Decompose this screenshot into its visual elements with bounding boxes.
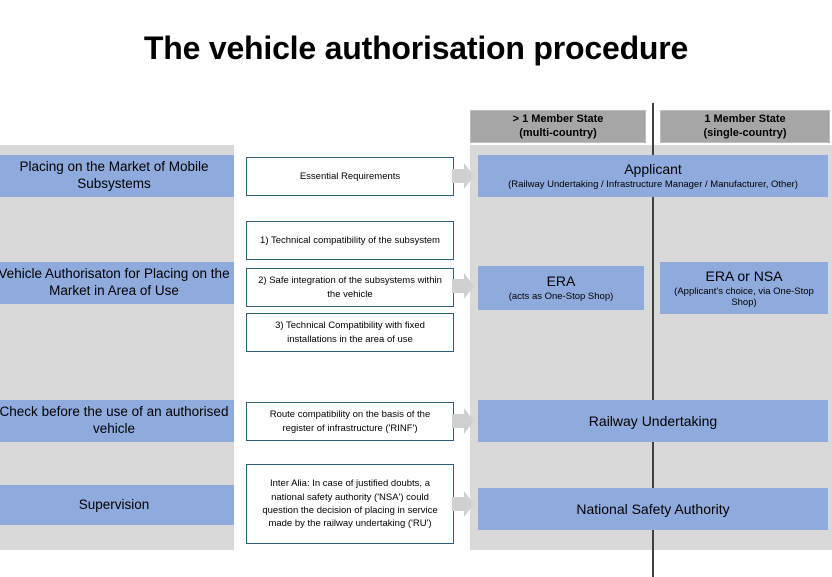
left-stages-panel — [0, 145, 234, 550]
country-column-divider — [652, 103, 654, 577]
column-header-single-line1: 1 Member State — [704, 112, 786, 125]
requirement-route-compatibility: Route compatibility on the basis of the … — [246, 402, 454, 441]
column-header-multi-country: > 1 Member State (multi-country) — [470, 110, 646, 143]
stage-check-before-use: Check before the use of an authorised ve… — [0, 400, 234, 442]
column-header-multi-line2: (multi-country) — [519, 126, 597, 139]
actor-applicant-subtitle: (Railway Undertaking / Infrastructure Ma… — [508, 179, 798, 191]
actor-applicant-title: Applicant — [624, 161, 682, 178]
requirement-safe-integration: 2) Safe integration of the subsystems wi… — [246, 268, 454, 307]
actor-era-title: ERA — [546, 273, 576, 290]
stage-vehicle-authorisation: Vehicle Authorisaton for Placing on the … — [0, 262, 234, 304]
arrow-right-icon — [452, 163, 474, 189]
arrow-right-icon — [452, 491, 474, 517]
page-title: The vehicle authorisation procedure — [143, 30, 689, 66]
actor-applicant: Applicant (Railway Undertaking / Infrast… — [478, 155, 828, 197]
requirement-technical-compatibility-subsystem: 1) Technical compatibility of the subsys… — [246, 221, 454, 260]
actor-era-or-nsa-title: ERA or NSA — [705, 267, 783, 284]
actor-era-or-nsa: ERA or NSA (Applicant's choice, via One-… — [660, 262, 828, 314]
column-header-single-country: 1 Member State (single-country) — [660, 110, 830, 143]
stage-placing-on-market: Placing on the Market of Mobile Subsyste… — [0, 155, 234, 197]
requirement-inter-alia: Inter Alia: In case of justified doubts,… — [246, 464, 454, 544]
actor-railway-undertaking: Railway Undertaking — [478, 400, 828, 442]
arrow-right-icon — [452, 408, 474, 434]
column-header-single-line2: (single-country) — [703, 126, 787, 139]
actor-national-safety-authority: National Safety Authority — [478, 488, 828, 530]
stage-supervision: Supervision — [0, 485, 234, 525]
requirement-essential-requirements: Essential Requirements — [246, 157, 454, 196]
requirement-technical-compatibility-fixed-installations: 3) Technical Compatibility with fixed in… — [246, 313, 454, 352]
actor-era: ERA (acts as One-Stop Shop) — [478, 266, 644, 310]
actor-era-or-nsa-subtitle: (Applicant's choice, via One-Stop Shop) — [674, 285, 814, 308]
column-header-multi-line1: > 1 Member State — [512, 112, 604, 125]
arrow-right-icon — [452, 273, 474, 299]
actor-national-safety-authority-title: National Safety Authority — [576, 500, 730, 517]
actor-railway-undertaking-title: Railway Undertaking — [588, 412, 718, 429]
actor-era-subtitle: (acts as One-Stop Shop) — [508, 291, 614, 303]
right-actors-panel — [470, 145, 832, 550]
